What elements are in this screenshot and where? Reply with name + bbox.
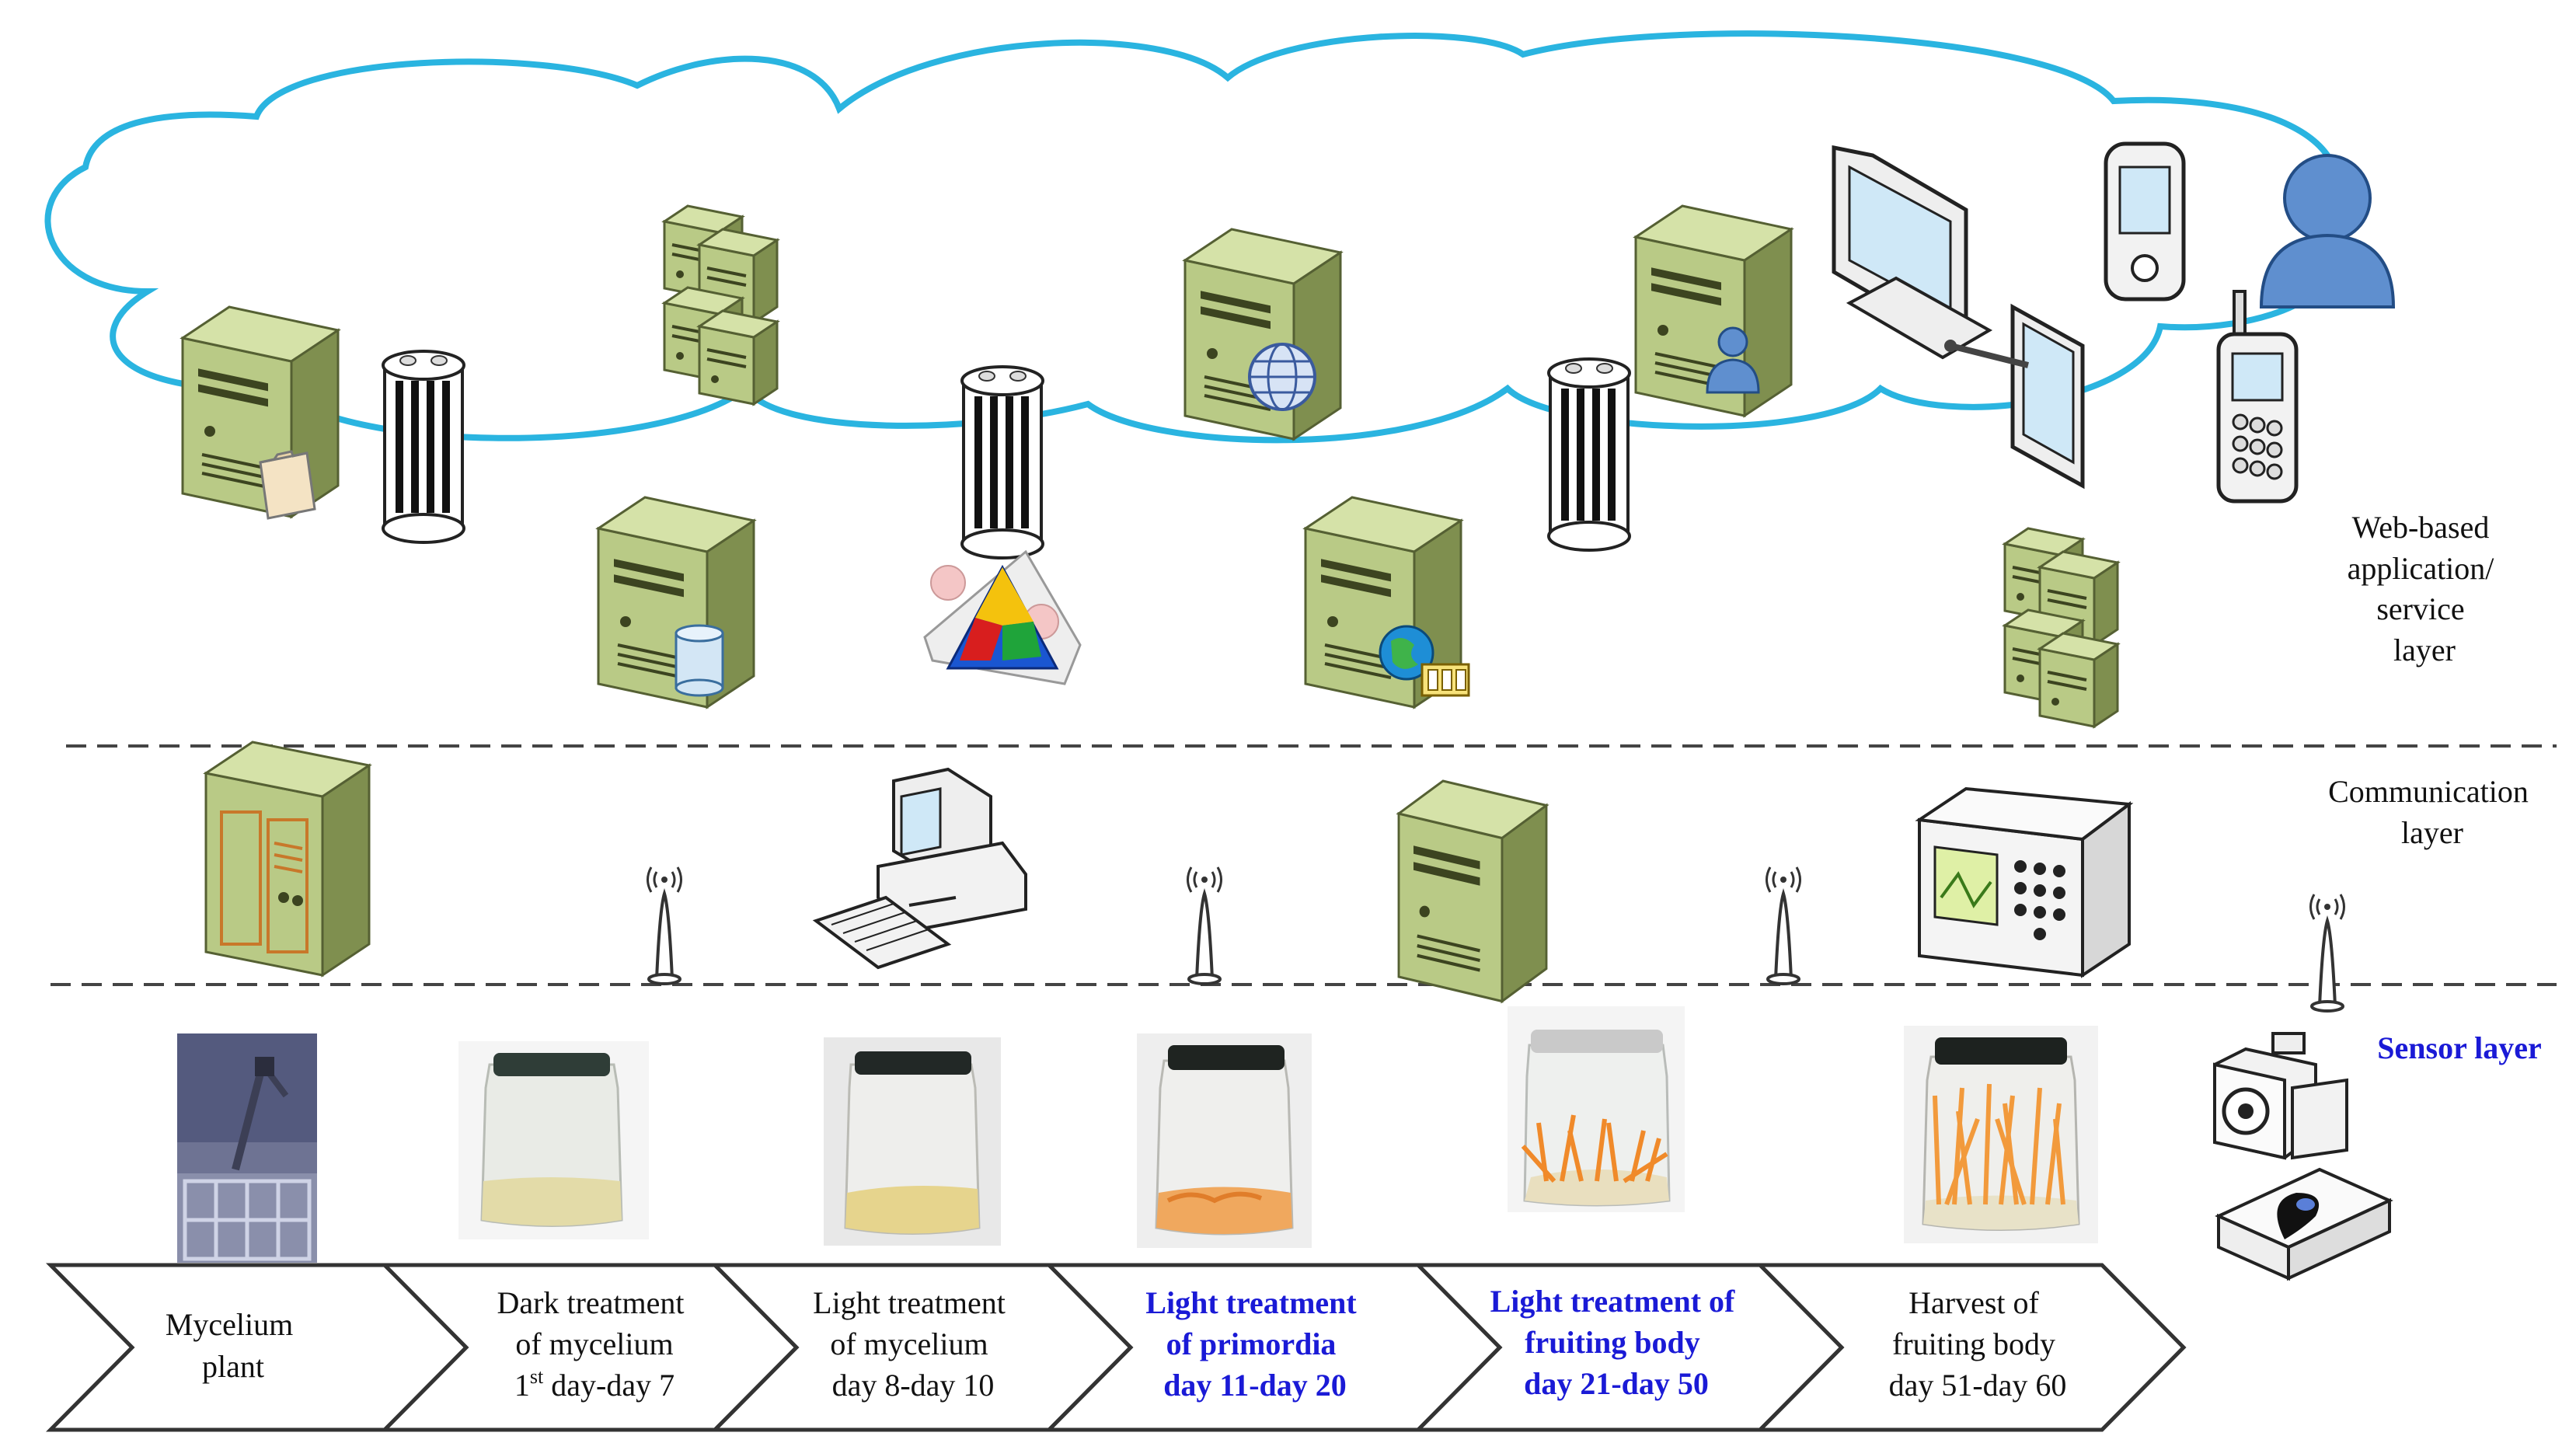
stage-line: Light treatment of	[1490, 1284, 1735, 1319]
stage-line: day 8-day 10	[832, 1368, 995, 1403]
server-media-icon	[1304, 496, 1470, 709]
camera-icon	[2213, 1032, 2348, 1160]
server-globe-icon	[1183, 228, 1342, 441]
stage-date-rest: day-day 7	[543, 1368, 675, 1403]
sensor-layer-line: Sensor layer	[2377, 1030, 2541, 1065]
stage-line: Dark treatment	[497, 1285, 685, 1320]
stage-chevron	[46, 1263, 469, 1432]
fruiting-jar-photo	[1508, 1006, 1685, 1212]
harvest-jar-photo	[1904, 1026, 2098, 1243]
stage-chevron	[1755, 1263, 2187, 1432]
server-database-icon	[597, 496, 755, 709]
antenna-icon	[2309, 893, 2346, 1013]
web-layer-line: application/	[2348, 551, 2495, 586]
stage-date-sup: st	[530, 1365, 544, 1388]
stage-line: Harvest of	[1908, 1285, 2039, 1320]
stage-label: Light treatment of mycelium day 8-day 10	[813, 1285, 1013, 1403]
communication-layer-line: layer	[2401, 815, 2463, 850]
web-layer-label: Web-based application/ service layer	[2348, 510, 2502, 667]
web-layer-line: Web-based	[2352, 510, 2490, 545]
antenna-icon	[1765, 866, 1802, 985]
web-layer-line: service	[2376, 591, 2464, 626]
stage-line: day 11-day 20	[1163, 1368, 1347, 1403]
light-jar-photo	[824, 1037, 1001, 1246]
motion-sensor-icon	[2215, 1167, 2393, 1281]
diagram-triangle-icon	[923, 549, 1082, 685]
stage-label: Dark treatment of mycelium	[497, 1285, 692, 1361]
stage-date-base: 1	[514, 1368, 530, 1403]
server-cluster-icon	[2005, 528, 2118, 727]
stage-label: Harvest of fruiting body day 51-day 60	[1889, 1285, 2067, 1403]
stage-chevrons	[46, 1263, 2187, 1432]
stage-line: day 51-day 60	[1889, 1368, 2067, 1403]
primordia-jar-photo	[1137, 1033, 1312, 1248]
server-icon	[1399, 781, 1546, 1002]
monitor-icon	[1832, 145, 1993, 360]
stage-line: day 21-day 50	[1524, 1366, 1709, 1401]
user-icon	[2259, 154, 2396, 308]
mobile-phone-icon	[2216, 290, 2299, 504]
controller-device-icon	[1915, 786, 2134, 978]
server-user-icon	[1634, 204, 1793, 417]
stage-line: of mycelium	[830, 1326, 988, 1361]
stage-line: Light treatment	[1145, 1285, 1357, 1320]
server-folder-icon	[181, 305, 340, 520]
stage-line: Mycelium	[166, 1307, 293, 1342]
dark-jar-photo	[458, 1041, 649, 1239]
workstation-icon	[812, 767, 1027, 970]
database-column-icon	[1547, 357, 1631, 552]
stage-line: of mycelium	[515, 1326, 673, 1361]
antenna-icon	[1186, 866, 1223, 985]
stage-line: fruiting body	[1525, 1325, 1700, 1360]
tablet-icon	[1944, 303, 2085, 490]
stage-line: plant	[202, 1349, 264, 1384]
communication-layer-line: Communication	[2328, 774, 2529, 809]
pda-icon	[2104, 141, 2186, 302]
sensor-layer-label: Sensor layer	[2377, 1030, 2541, 1065]
database-column-icon	[382, 350, 465, 544]
web-layer-line: layer	[2393, 633, 2456, 667]
antenna-icon	[646, 866, 683, 985]
stage-date-label: 1st day-day 7	[514, 1365, 675, 1403]
stage-label: Light treatment of fruiting body day 21-…	[1490, 1284, 1743, 1401]
mainframe-icon	[203, 741, 372, 978]
stage-line: Light treatment	[813, 1285, 1006, 1320]
stage-label: Mycelium plant	[166, 1307, 301, 1384]
server-cluster-icon	[664, 206, 777, 404]
stage-label: Light treatment of primordia day 11-day …	[1145, 1285, 1364, 1403]
mycelium-plant-photo	[177, 1033, 317, 1263]
stage-line: of primordia	[1166, 1326, 1337, 1361]
database-column-icon	[960, 365, 1044, 559]
stage-line: fruiting body	[1892, 1326, 2055, 1361]
communication-layer-label: Communication layer	[2328, 774, 2536, 850]
